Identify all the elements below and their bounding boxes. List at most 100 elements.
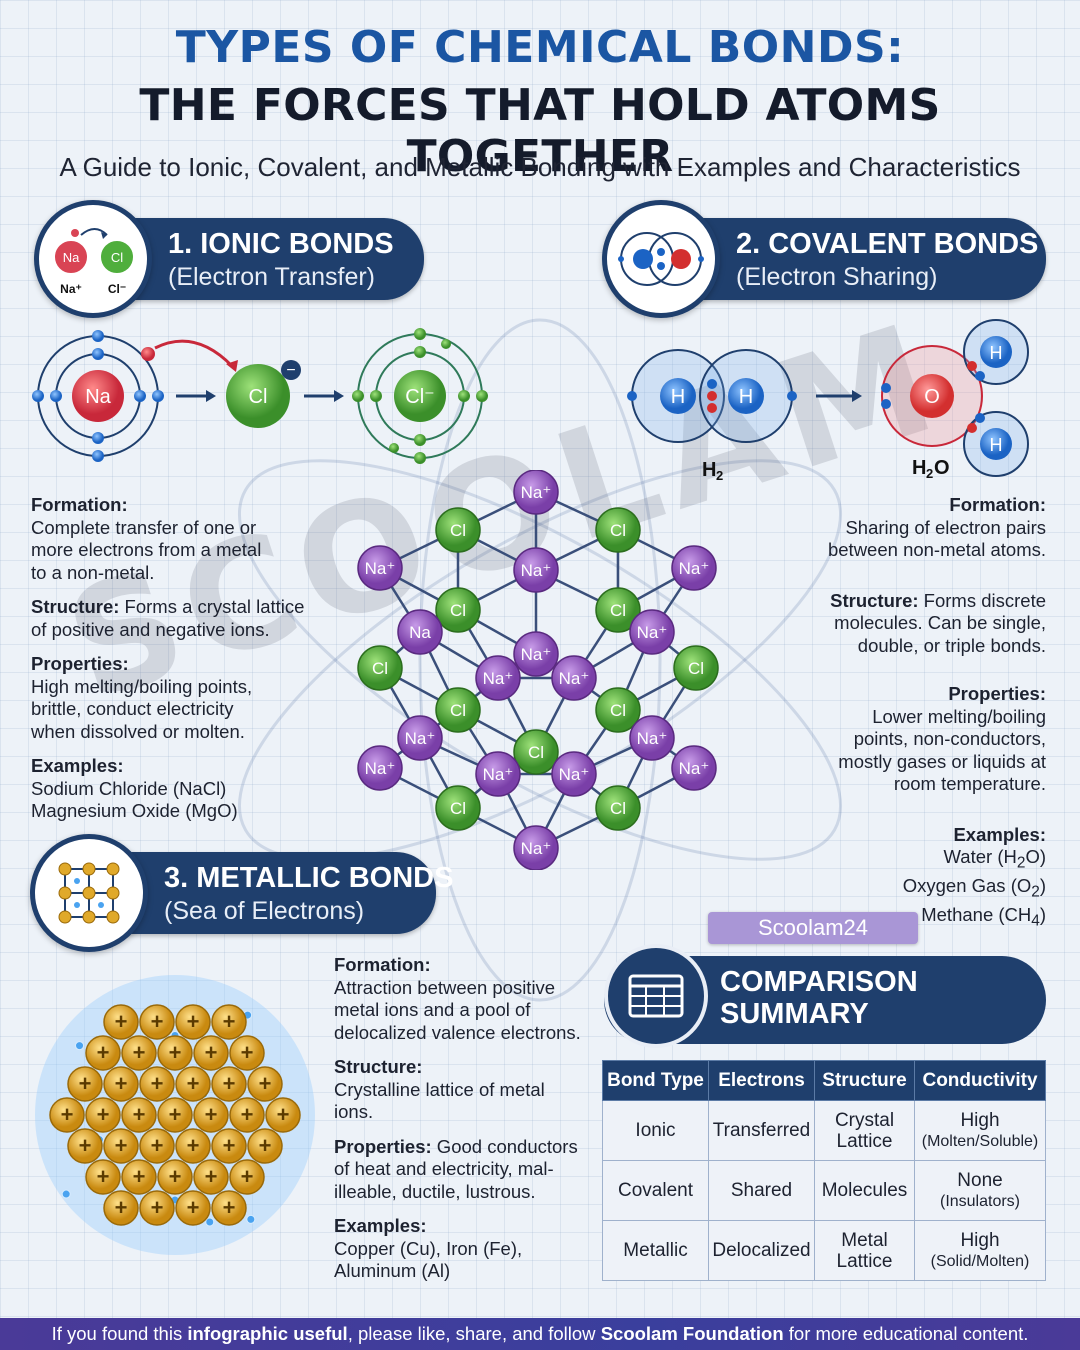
lattice-atom-label: Na⁺: [483, 765, 514, 784]
ionic-structure-line-1: Forms a crystal lattice: [119, 596, 305, 617]
ionic-formation-line-3: to a non-metal.: [31, 561, 155, 583]
lattice-na-atom: Na⁺: [671, 745, 717, 791]
lattice-atom-label: Na⁺: [521, 839, 552, 858]
metallic-formation-label: Formation:: [334, 954, 431, 975]
metal-ion: +: [175, 1190, 211, 1226]
covalent-properties-line-2: points, non-conductors,: [853, 728, 1046, 749]
lattice-atom-label: Cl: [610, 701, 626, 720]
svg-text:+: +: [205, 1040, 218, 1065]
metallic-properties-line-1: Good conductors: [431, 1135, 578, 1157]
page-subtitle: A Guide to Ionic, Covalent, and Metallic…: [59, 152, 1021, 182]
covalent-properties-line-4: room temperature.: [893, 773, 1046, 794]
svg-text:+: +: [79, 1133, 92, 1158]
lattice-cl-atom: Cl: [595, 507, 641, 553]
lattice-atom-label: Na⁺: [483, 669, 514, 688]
h2-formula-sub: 2: [716, 468, 723, 483]
lattice-na-atom: Na: [397, 609, 443, 655]
page-title-line-1: TYPES OF CHEMICAL BONDS:: [175, 22, 905, 73]
lattice-atom-label: Cl: [610, 601, 626, 620]
water-o-label: O: [924, 386, 940, 408]
lattice-na-atom: Na⁺: [513, 547, 559, 593]
ionic-title: 1. IONIC BONDS: [168, 228, 394, 260]
ionic-cl-ion-label: Cl⁻: [405, 386, 434, 408]
water-h-top: H: [990, 343, 1003, 363]
svg-text:+: +: [133, 1102, 146, 1127]
metallic-subtitle: (Sea of Electrons): [164, 897, 365, 925]
comparison-header-row: Bond Type Electrons Structure Conductivi…: [602, 1060, 1046, 1101]
metal-ion: +: [247, 1128, 283, 1164]
metal-ion: +: [121, 1159, 157, 1195]
table-icon: [604, 944, 708, 1048]
lattice-atom-label: Cl: [528, 743, 544, 762]
lattice-na-atom: Na⁺: [475, 751, 521, 797]
covalent-example-methane: Methane (CH4): [921, 904, 1046, 931]
metal-ion: +: [211, 1190, 247, 1226]
svg-text:+: +: [223, 1195, 236, 1220]
ionic-structure-label: Structure:: [31, 596, 120, 617]
ionic-structure-line-2: of positive and negative ions.: [31, 618, 270, 640]
metallic-properties-line-3: illeable, ductile, lustrous.: [334, 1180, 536, 1202]
svg-text:+: +: [97, 1040, 110, 1065]
scoolam-tag: Scoolam24: [708, 912, 918, 944]
lattice-atom-label: Cl: [450, 521, 466, 540]
metallic-examples-label: Examples:: [334, 1215, 427, 1236]
metal-ion: +: [139, 1004, 175, 1040]
svg-text:+: +: [133, 1040, 146, 1065]
metal-ion: +: [121, 1097, 157, 1133]
lattice-atom-label: Na⁺: [521, 561, 552, 580]
svg-text:+: +: [169, 1102, 182, 1127]
svg-text:+: +: [97, 1102, 110, 1127]
lattice-cl-atom: Cl: [673, 645, 719, 691]
metal-ion: +: [121, 1035, 157, 1071]
svg-text:+: +: [169, 1164, 182, 1189]
svg-text:+: +: [187, 1133, 200, 1158]
metal-ion: +: [229, 1159, 265, 1195]
metal-ion: +: [193, 1097, 229, 1133]
svg-text:+: +: [259, 1133, 272, 1158]
ionic-examples-label: Examples:: [31, 755, 124, 776]
ionic-subtitle: (Electron Transfer): [168, 263, 376, 291]
lattice-atom-label: Na⁺: [637, 623, 668, 642]
svg-text:+: +: [223, 1133, 236, 1158]
metallic-banner: 3. METALLIC BONDS (Sea of Electrons): [96, 852, 453, 934]
lattice-atom-label: Cl: [610, 799, 626, 818]
ionic-properties-label: Properties:: [31, 653, 129, 674]
ionic-example-1: Sodium Chloride (NaCl): [31, 777, 227, 799]
svg-text:+: +: [187, 1071, 200, 1096]
metal-ion: +: [265, 1097, 301, 1133]
svg-text:+: +: [61, 1102, 74, 1127]
svg-text:+: +: [97, 1164, 110, 1189]
metal-ion: +: [103, 1128, 139, 1164]
svg-text:+: +: [79, 1071, 92, 1096]
metal-ion: +: [247, 1066, 283, 1102]
covalent-structure-line-2: molecules. Can be single,: [834, 612, 1046, 633]
header-bond-type: Bond Type: [602, 1060, 709, 1101]
covalent-example-oxygen: Oxygen Gas (O2): [902, 875, 1046, 901]
covalent-title: 2. COVALENT BONDS: [736, 228, 1039, 260]
lattice-na-atom: Na⁺: [551, 751, 597, 797]
lattice-cl-atom: Cl: [435, 785, 481, 831]
lattice-atom-label: Cl: [450, 701, 466, 720]
metallic-formation-line-3: delocalized valence electrons.: [334, 1021, 581, 1043]
lattice-atom-label: Cl: [372, 659, 388, 678]
cell-conductivity: High(Molten/Soluble): [914, 1100, 1046, 1161]
lattice-na-atom: Na⁺: [513, 470, 559, 515]
comparison-table: Bond Type Electrons Structure Conductivi…: [602, 1060, 1046, 1281]
metallic-properties-line-2: of heat and electricity, mal-: [334, 1158, 554, 1179]
svg-text:+: +: [115, 1009, 128, 1034]
comparison-title-line-2: SUMMARY: [720, 998, 869, 1030]
lattice-atom-label: Na⁺: [405, 729, 436, 748]
metal-ion: +: [103, 1004, 139, 1040]
svg-text:+: +: [277, 1102, 290, 1127]
header-conductivity: Conductivity: [914, 1060, 1046, 1101]
ionic-minus-sign: −: [286, 362, 295, 379]
metal-ion: +: [211, 1004, 247, 1040]
lattice-na-atom: Na⁺: [357, 545, 403, 591]
svg-text:+: +: [115, 1195, 128, 1220]
ionic-description: Formation: Complete transfer of one or m…: [31, 494, 331, 835]
lattice-atom-label: Cl: [610, 521, 626, 540]
metal-ion: +: [67, 1128, 103, 1164]
badge-cl-ion-text: Cl⁻: [108, 282, 126, 296]
